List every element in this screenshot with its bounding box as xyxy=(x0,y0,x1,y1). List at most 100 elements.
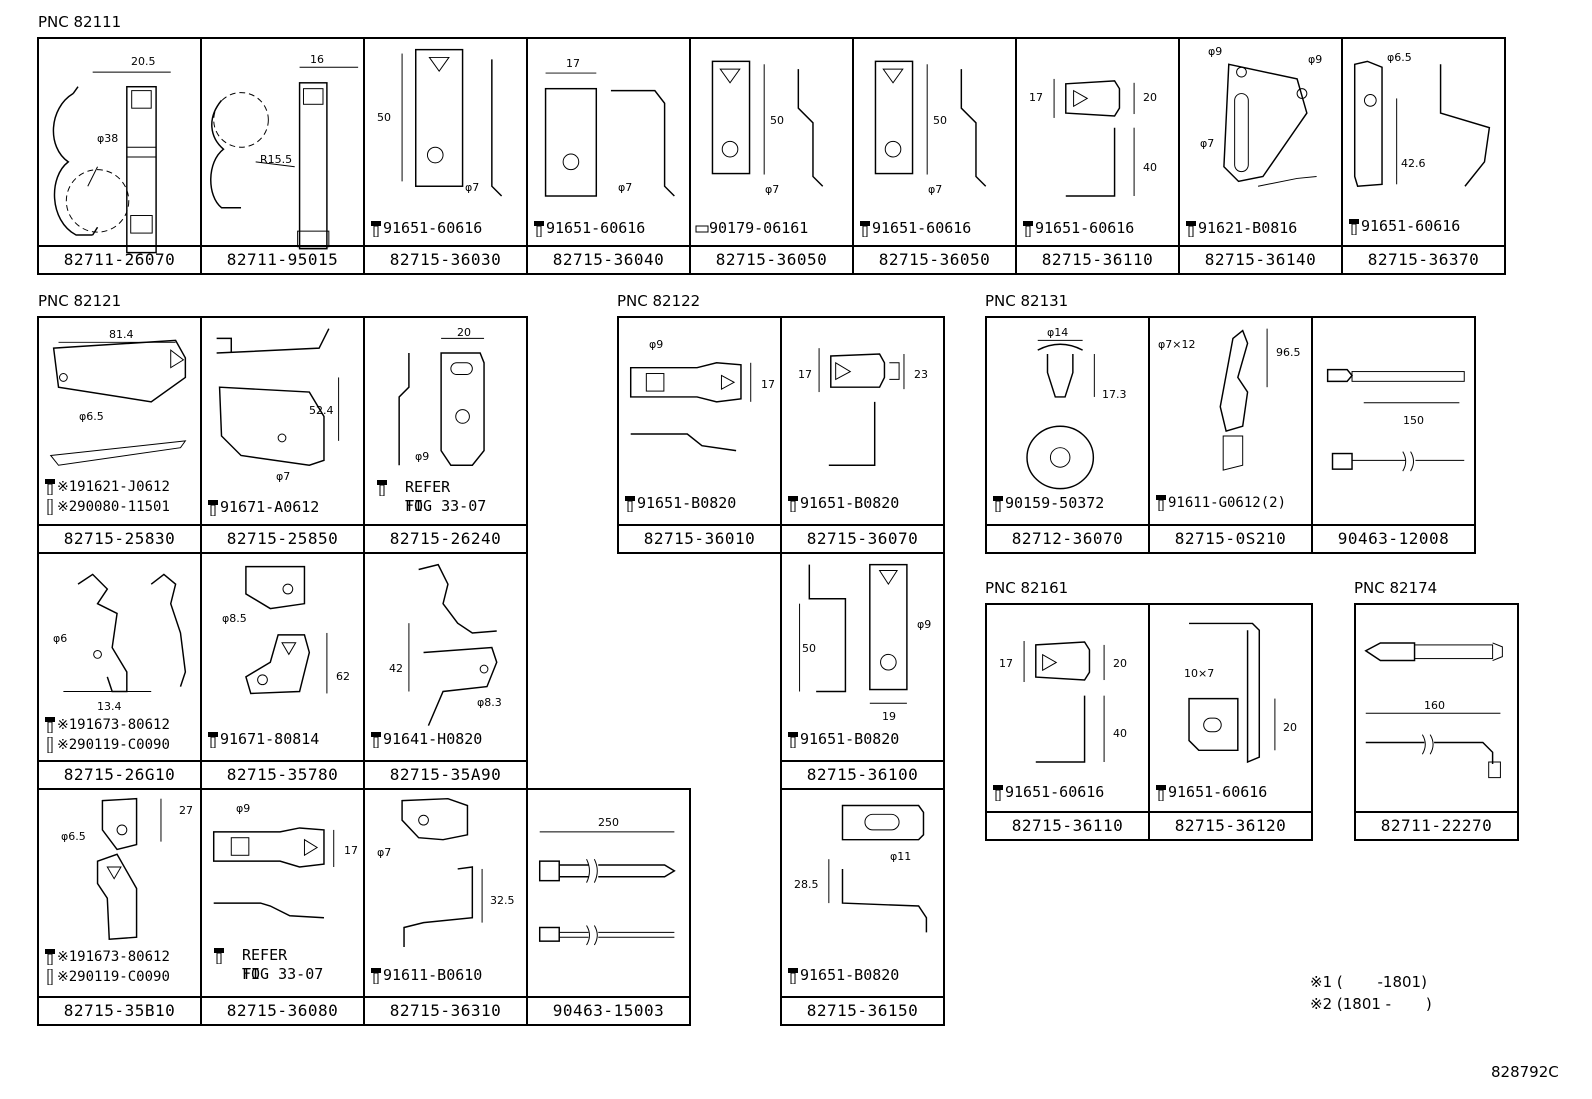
bolt-number[interactable]: 90159-50372 xyxy=(1005,494,1105,512)
bolt-number[interactable]: 91671-A0612 xyxy=(220,498,320,516)
bolt-number[interactable]: ※290080-11501 xyxy=(57,499,170,515)
bolt-number[interactable]: ※191673-80612 xyxy=(57,717,170,733)
bolt-number[interactable]: 91671-80814 xyxy=(220,730,320,748)
part-number[interactable]: 82712-36070 xyxy=(987,524,1148,552)
part-number[interactable]: 82711-22270 xyxy=(1356,811,1517,839)
bolt-number[interactable]: 91611-G0612(2) xyxy=(1168,495,1287,511)
part-cell-c2[interactable]: 16 R15.5 82711-95015 xyxy=(200,37,365,275)
part-cell-c16[interactable]: 27 φ6.5 ※191673-80612 ※290119-C0090 8271… xyxy=(37,788,202,1026)
part-number[interactable]: 90463-12008 xyxy=(1313,524,1474,552)
part-cell-c25[interactable]: φ7×12 96.5 91611-G0612(2) 82715-0S210 xyxy=(1148,316,1313,554)
part-cell-c1[interactable]: 20.5 φ38 82711-26070 xyxy=(37,37,202,275)
part-number[interactable]: 82715-25830 xyxy=(39,524,200,552)
part-cell-c6[interactable]: 50 φ7 91651-60616 82715-36050 xyxy=(852,37,1017,275)
part-cell-c24[interactable]: φ14 17.3 90159-50372 82712-36070 xyxy=(985,316,1150,554)
bolt-number[interactable]: ※191673-80612 xyxy=(57,949,170,965)
part-number[interactable]: 82715-36050 xyxy=(854,245,1015,273)
part-number[interactable]: 82715-36010 xyxy=(619,524,780,552)
bracket-drawing xyxy=(1353,60,1491,188)
part-number[interactable]: 82715-26G10 xyxy=(39,760,200,788)
part-cell-c22[interactable]: 50 φ9 19 91651-B0820 82715-36100 xyxy=(780,552,945,790)
dim-hole: φ11 xyxy=(890,850,912,863)
bolt-number[interactable]: ※191621-J0612 xyxy=(57,479,170,495)
bolt-number[interactable]: 91651-60616 xyxy=(546,219,646,237)
part-number[interactable]: 82715-36040 xyxy=(528,245,689,273)
part-number[interactable]: 82715-36050 xyxy=(691,245,852,273)
bolt-number[interactable]: 91651-60616 xyxy=(383,219,483,237)
bolt-number[interactable]: 91651-60616 xyxy=(872,219,972,237)
part-number[interactable]: 82715-36110 xyxy=(1017,245,1178,273)
bolt-number[interactable]: 91651-60616 xyxy=(1005,783,1105,801)
part-cell-c18[interactable]: φ7 32.5 91611-B0610 82715-36310 xyxy=(363,788,528,1026)
part-cell-c28[interactable]: 10×7 20 91651-60616 82715-36120 xyxy=(1148,603,1313,841)
part-cell-c26[interactable]: 150 90463-12008 xyxy=(1311,316,1476,554)
dim-hole: φ9 xyxy=(649,338,664,351)
bolt-icon xyxy=(1154,495,1168,512)
part-number[interactable]: 82715-35B10 xyxy=(39,996,200,1024)
part-cell-c15[interactable]: 42 φ8.3 91641-H0820 82715-35A90 xyxy=(363,552,528,790)
bolt-number[interactable]: 91651-B0820 xyxy=(637,494,737,512)
part-cell-c10[interactable]: 81.4 φ6.5 ※191621-J0612 ※290080-11501 82… xyxy=(37,316,202,554)
part-number[interactable]: 82715-36310 xyxy=(365,996,526,1024)
part-number[interactable]: 82715-36070 xyxy=(782,524,943,552)
bolt-number[interactable]: 91621-B0816 xyxy=(1198,219,1298,237)
part-cell-c19[interactable]: 250 90463-15003 xyxy=(526,788,691,1026)
part-number[interactable]: 82715-36120 xyxy=(1150,811,1311,839)
bolt-number[interactable]: ※290119-C0090 xyxy=(57,737,170,753)
part-number[interactable]: 82715-36140 xyxy=(1180,245,1341,273)
part-number[interactable]: 82715-26240 xyxy=(365,524,526,552)
part-number[interactable]: 82711-26070 xyxy=(39,245,200,273)
bolt-number[interactable]: 91611-B0610 xyxy=(383,966,483,984)
bolt-icon xyxy=(1154,784,1168,801)
part-cell-c9[interactable]: φ6.5 42.6 91651-60616 82715-36370 xyxy=(1341,37,1506,275)
bolt-icon xyxy=(695,221,709,237)
part-number[interactable]: 82715-36080 xyxy=(202,996,363,1024)
part-cell-c7[interactable]: 17 20 40 91651-60616 82715-36110 xyxy=(1015,37,1180,275)
part-cell-c8[interactable]: φ9 φ9 φ7 91621-B0816 82715-36140 xyxy=(1178,37,1343,275)
part-number[interactable]: 82711-95015 xyxy=(202,245,363,273)
part-cell-c5[interactable]: 50 φ7 90179-06161 82715-36050 xyxy=(689,37,854,275)
dim-hole: φ7 xyxy=(618,181,633,194)
part-number[interactable]: 82715-35A90 xyxy=(365,760,526,788)
bolt-number[interactable]: 91651-B0820 xyxy=(800,730,900,748)
dim-height: 42 xyxy=(389,662,403,675)
dim-hole-3: φ7 xyxy=(1200,137,1215,150)
bolt-icon xyxy=(43,479,57,496)
bolt-number[interactable]: 91651-B0820 xyxy=(800,966,900,984)
bolt-number[interactable]: 91641-H0820 xyxy=(383,730,483,748)
part-number[interactable]: 82715-36030 xyxy=(365,245,526,273)
part-cell-c20[interactable]: φ9 17 91651-B0820 82715-36010 xyxy=(617,316,782,554)
bolt-number[interactable]: 91651-60616 xyxy=(1168,783,1268,801)
part-cell-c4[interactable]: 17 φ7 91651-60616 82715-36040 xyxy=(526,37,691,275)
cable-tie-drawing xyxy=(1326,368,1465,472)
part-number[interactable]: 82715-36110 xyxy=(987,811,1148,839)
part-number[interactable]: 82715-35780 xyxy=(202,760,363,788)
part-cell-c17[interactable]: φ9 17 REFER TO FIG 33-07 82715-36080 xyxy=(200,788,365,1026)
part-number[interactable]: 82715-25850 xyxy=(202,524,363,552)
part-cell-c21[interactable]: 17 23 91651-B0820 82715-36070 xyxy=(780,316,945,554)
bolt-number[interactable]: 90179-06161 xyxy=(709,219,809,237)
part-cell-c14[interactable]: φ8.5 62 91671-80814 82715-35780 xyxy=(200,552,365,790)
bolt-number[interactable]: 91651-B0820 xyxy=(800,494,900,512)
refer-line-2[interactable]: FIG 33-07 xyxy=(242,965,324,983)
bolt-number[interactable]: 91651-60616 xyxy=(1035,219,1135,237)
bracket-drawing xyxy=(216,328,340,466)
part-number[interactable]: 82715-36370 xyxy=(1343,245,1504,273)
part-cell-c11[interactable]: 52.4 φ7 91671-A0612 82715-25850 xyxy=(200,316,365,554)
part-number[interactable]: 82715-36150 xyxy=(782,996,943,1024)
part-number[interactable]: 90463-15003 xyxy=(528,996,689,1024)
part-cell-c27[interactable]: 17 20 40 91651-60616 82715-36110 xyxy=(985,603,1150,841)
part-cell-c13[interactable]: φ6 13.4 ※191673-80612 ※290119-C0090 8271… xyxy=(37,552,202,790)
part-number[interactable]: 82715-36100 xyxy=(782,760,943,788)
bolt-number[interactable]: ※290119-C0090 xyxy=(57,969,170,985)
bracket-drawing xyxy=(401,797,483,948)
bolt-number[interactable]: 91651-60616 xyxy=(1361,217,1461,235)
part-cell-c23[interactable]: 28.5 φ11 91651-B0820 82715-36150 xyxy=(780,788,945,1026)
part-cell-c29[interactable]: 160 82711-22270 xyxy=(1354,603,1519,841)
part-cell-c12[interactable]: 20 φ9 REFER TO FIG 33-07 82715-26240 xyxy=(363,316,528,554)
dim-height: 17 xyxy=(344,844,358,857)
refer-line-2[interactable]: FIG 33-07 xyxy=(405,497,487,515)
part-cell-c3[interactable]: 50 φ7 91651-60616 82715-36030 xyxy=(363,37,528,275)
part-number[interactable]: 82715-0S210 xyxy=(1150,524,1311,552)
dim-height: 50 xyxy=(933,114,947,127)
